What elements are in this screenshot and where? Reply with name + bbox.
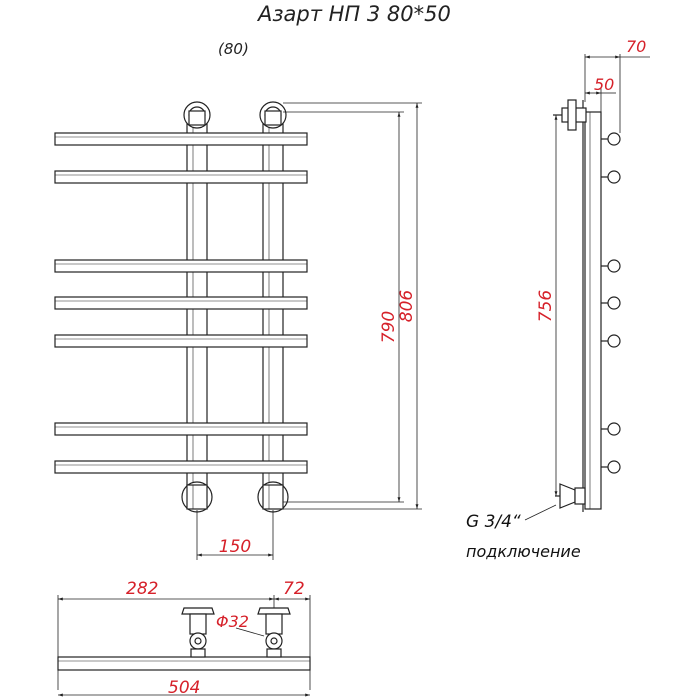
bar-7 — [54, 460, 308, 474]
bar-3 — [54, 259, 308, 273]
dimension-150: 150 — [219, 537, 251, 557]
dimension-504: 504 — [168, 678, 200, 698]
bar-2 — [54, 170, 308, 184]
dimension-50: 50 — [594, 75, 614, 94]
side-view — [553, 99, 621, 512]
dimension-70: 70 — [626, 37, 646, 56]
side-dimension-lines — [524, 54, 650, 521]
bottom-right-connection — [257, 481, 289, 513]
bar-1 — [54, 132, 308, 146]
top-view-bar — [57, 656, 311, 671]
drawing-subtitle: (80) — [218, 40, 249, 58]
dimension-282: 282 — [126, 579, 158, 599]
horizontal-bars — [54, 132, 308, 474]
dimension-72: 72 — [283, 579, 305, 599]
bar-5 — [54, 334, 308, 348]
bar-6 — [54, 422, 308, 436]
dimension-790: 790 — [379, 311, 399, 343]
side-collector-pipe — [584, 111, 602, 510]
top-view-right-fitting — [257, 607, 291, 658]
top-view-left-fitting — [181, 607, 215, 658]
top-left-bracket — [183, 101, 211, 129]
dimension-756: 756 — [536, 290, 556, 323]
front-view — [54, 101, 308, 513]
side-bottom-connection — [555, 483, 586, 509]
dimension-phi-32: Φ32 — [216, 612, 249, 631]
top-right-bracket — [259, 101, 287, 129]
top-view — [57, 607, 311, 671]
connection-label: подключение — [466, 542, 581, 561]
connection-thread-label: G 3/4“ — [466, 512, 521, 532]
drawing-title: Азарт НП 3 80*50 — [256, 2, 451, 26]
side-top-bracket — [553, 99, 587, 131]
front-dimension-lines — [196, 102, 422, 560]
bar-4 — [54, 296, 308, 310]
bottom-left-connection — [181, 481, 213, 513]
dimension-806: 806 — [397, 290, 417, 323]
top-dimension-lines — [57, 595, 311, 697]
side-bar-ends — [601, 132, 621, 474]
